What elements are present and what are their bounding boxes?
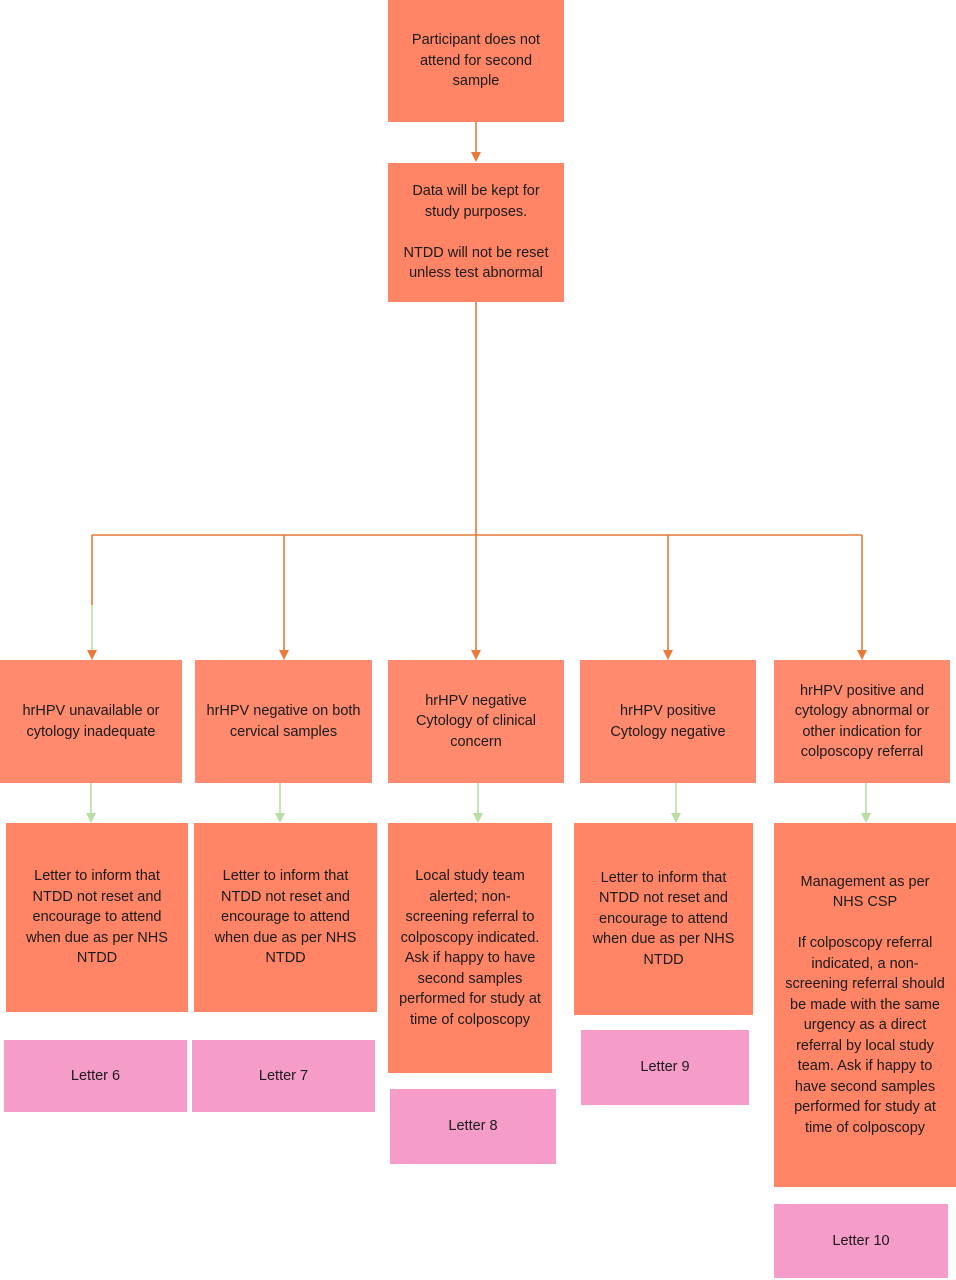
action-box-2: Letter to inform that NTDD not reset and… xyxy=(194,823,377,1012)
action-box-5: Management as per NHS CSP If colposcopy … xyxy=(774,823,956,1187)
letter-box-8: Letter 8 xyxy=(390,1089,556,1164)
action-box-4: Letter to inform that NTDD not reset and… xyxy=(574,823,753,1015)
letter-box-10: Letter 10 xyxy=(774,1204,948,1278)
category-box-3: hrHPV negative Cytology of clinical conc… xyxy=(388,660,564,783)
category-box-5: hrHPV positive and cytology abnormal or … xyxy=(774,660,950,783)
category-box-4: hrHPV positive Cytology negative xyxy=(580,660,756,783)
letter-box-7: Letter 7 xyxy=(192,1040,375,1112)
data-kept-node: Data will be kept for study purposes. NT… xyxy=(388,163,564,302)
action-box-3: Local study team alerted; non-screening … xyxy=(388,823,552,1073)
category-box-2: hrHPV negative on both cervical samples xyxy=(195,660,372,783)
action-box-1: Letter to inform that NTDD not reset and… xyxy=(6,823,188,1012)
letter-box-9: Letter 9 xyxy=(581,1030,749,1105)
category-box-1: hrHPV unavailable or cytology inadequate xyxy=(0,660,182,783)
letter-box-6: Letter 6 xyxy=(4,1040,187,1112)
start-node: Participant does not attend for second s… xyxy=(388,0,564,122)
